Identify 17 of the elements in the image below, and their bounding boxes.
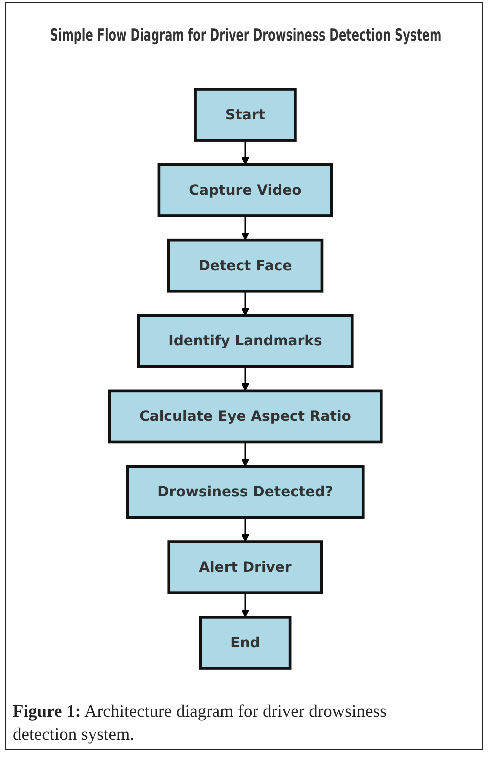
- arrow: [241, 593, 250, 618]
- node-box: Detect Face: [167, 238, 324, 293]
- node-box: Drowsiness Detected?: [126, 465, 365, 520]
- node-box: Identify Landmarks: [137, 314, 354, 368]
- node-box: Calculate Eye Aspect Ratio: [108, 390, 383, 444]
- diagram-title: Simple Flow Diagram for Driver Drowsiness Detection System: [50, 26, 442, 46]
- arrow: [241, 291, 250, 316]
- arrow: [241, 216, 250, 241]
- node-box: Alert Driver: [168, 540, 324, 594]
- node-box: End: [199, 616, 292, 670]
- arrow: [241, 442, 250, 467]
- arrow: [241, 518, 250, 542]
- figure-caption: Figure 1: Architecture diagram for driver drowsiness detection system.: [13, 700, 388, 746]
- arrow: [241, 366, 250, 392]
- arrow: [241, 140, 250, 166]
- node-box: Capture Video: [158, 164, 334, 218]
- node-box: Start: [194, 88, 297, 142]
